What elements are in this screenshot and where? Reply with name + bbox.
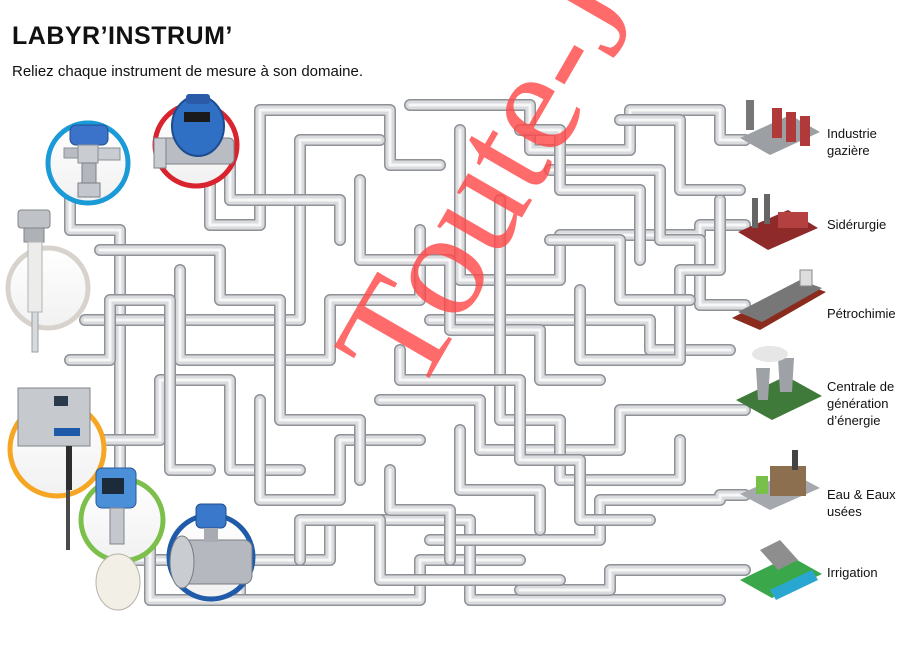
pressure-transmitter-icon xyxy=(63,124,121,198)
tanker-ship-icon xyxy=(732,269,826,330)
domain-label-irrigation[interactable]: Irrigation xyxy=(827,565,878,580)
radar-level-meter-icon xyxy=(95,467,141,611)
power-plant-icon xyxy=(736,346,822,420)
gas-plant-icon xyxy=(740,100,820,155)
domain-label-power-plant[interactable]: Centrale de génération d’énergie xyxy=(827,379,895,428)
irrigation-dam-icon xyxy=(740,540,822,600)
page-title: LABYR’INSTRUM’ xyxy=(12,22,233,50)
instrument-temperature-sensor[interactable] xyxy=(5,209,91,353)
instrument-radar-level-meter[interactable] xyxy=(78,467,166,611)
instrument-analyzer-cabinet[interactable] xyxy=(7,387,107,550)
water-treatment-icon xyxy=(740,450,820,510)
domain-label-steel[interactable]: Sidérurgie xyxy=(827,217,887,232)
steel-plant-icon xyxy=(738,194,818,250)
electromagnetic-flowmeter-icon xyxy=(169,503,253,589)
instrument-pressure-transmitter[interactable] xyxy=(45,120,131,206)
instrument-water-meter[interactable] xyxy=(152,94,240,189)
instrument-electromagnetic-flowmeter[interactable] xyxy=(166,503,256,602)
domain-label-gas[interactable]: Industrie gazière xyxy=(827,126,877,158)
temperature-sensor-icon xyxy=(17,209,51,353)
domain-label-water[interactable]: Eau & Eaux usées xyxy=(827,487,896,519)
water-meter-icon xyxy=(153,94,235,169)
page-subtitle: Reliez chaque instrument de mesure à son… xyxy=(12,63,364,80)
analyzer-cabinet-icon xyxy=(17,387,91,550)
domain-label-petrochemistry[interactable]: Pétrochimie xyxy=(827,306,896,321)
